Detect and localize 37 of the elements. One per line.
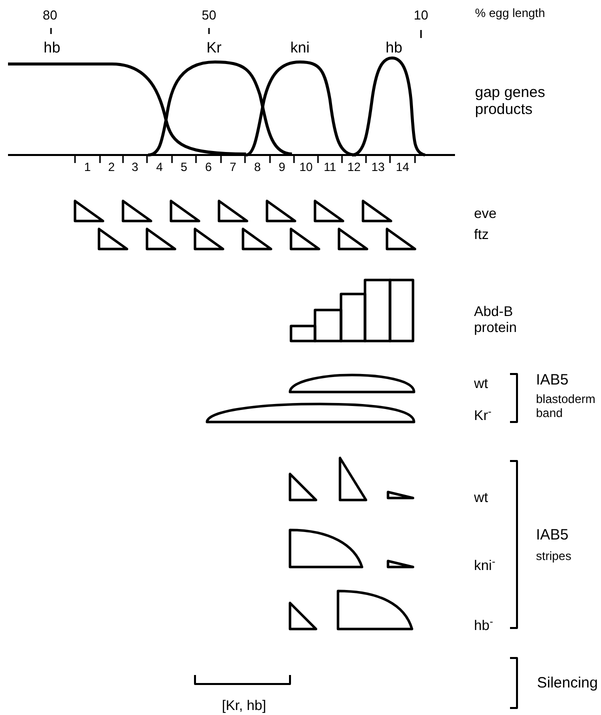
label-text: 3 <box>132 161 138 175</box>
label-text: [Kr, hb] <box>222 696 266 714</box>
label-text: eve <box>474 204 497 222</box>
label-text: 6 <box>205 161 212 175</box>
label-text: Kr <box>206 39 222 57</box>
label-text: 12 <box>347 161 361 175</box>
label-text: 5 <box>180 161 188 175</box>
label-text: hb <box>386 39 402 57</box>
label-text: 50 <box>202 8 216 24</box>
label-text: Silencing <box>537 674 598 692</box>
label-text: stripes <box>536 550 572 564</box>
label-text: % egg length <box>475 7 546 21</box>
label-text: IAB5 <box>536 371 569 389</box>
label-text: 4 <box>156 161 163 175</box>
label-text: 9 <box>278 161 286 175</box>
label-text: IAB5 <box>536 526 569 544</box>
label-text: hb$^{-}$ <box>474 616 494 634</box>
label-text: 7 <box>230 161 236 175</box>
label-text: blastoderm band <box>536 393 596 421</box>
label-text: wt <box>474 374 488 392</box>
label-text: hb <box>44 39 60 57</box>
label-text: 11 <box>324 161 336 175</box>
label-text: 2 <box>108 161 115 175</box>
label-text: 14 <box>396 161 410 175</box>
label-text: Kr$^{-}$ <box>474 406 492 424</box>
label-text: ftz <box>474 226 489 242</box>
label-text: gap genes products <box>475 84 546 118</box>
label-text: 10 <box>299 161 313 175</box>
label-text: 13 <box>371 161 385 175</box>
label-text: kni <box>290 39 310 57</box>
label-text: 10 <box>414 8 428 24</box>
label-text: 1 <box>84 161 91 175</box>
label-text: 80 <box>42 8 58 24</box>
label-text: Abd-B protein <box>474 302 518 336</box>
label-text: kni$^{-}$ <box>474 556 496 574</box>
label-text: wt <box>474 488 488 506</box>
label-text: 8 <box>254 161 261 175</box>
